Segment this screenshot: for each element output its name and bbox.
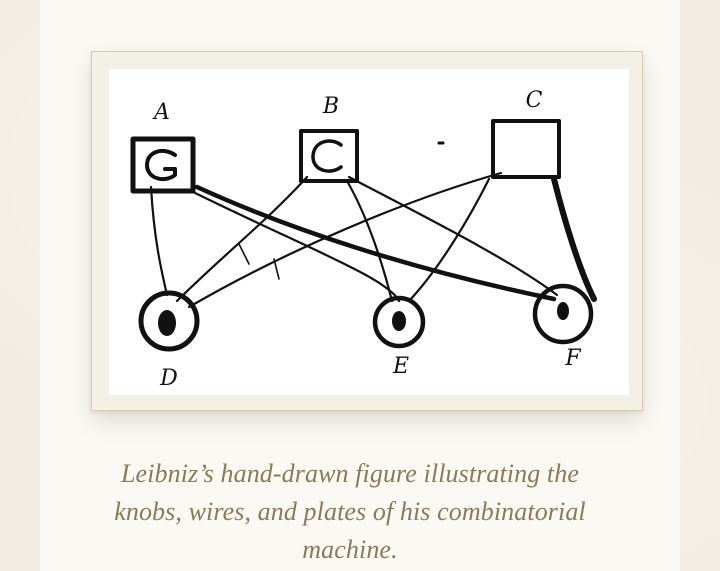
wire-c-e xyxy=(407,177,491,303)
wire-c-d xyxy=(187,171,503,309)
label-a: A xyxy=(152,100,170,125)
machine-diagram: A B C D xyxy=(130,88,597,391)
label-d: D xyxy=(159,366,178,391)
wire-b-f xyxy=(347,175,559,297)
wire-a-f xyxy=(194,184,557,302)
label-b: B xyxy=(322,94,339,119)
label-c: C xyxy=(526,88,543,113)
plate-d: D xyxy=(138,290,200,391)
knob-c: C xyxy=(491,88,561,179)
plate-f: F xyxy=(532,283,594,371)
figure-caption: Leibniz’s hand-drawn figure illustrating… xyxy=(114,459,586,564)
wire-c-f xyxy=(551,176,597,302)
wires xyxy=(149,171,597,309)
wire-b-d xyxy=(175,175,309,303)
figure-frame: A B C D xyxy=(91,51,643,411)
label-e: E xyxy=(392,354,409,379)
wire-b-e xyxy=(345,179,394,303)
wire-a-e xyxy=(189,189,401,303)
knob-b: B xyxy=(299,94,359,183)
plate-e: E xyxy=(372,295,426,379)
leibniz-drawing: A B C D xyxy=(109,69,629,395)
knob-a: A xyxy=(130,100,196,194)
label-f: F xyxy=(564,346,581,371)
wire-a-d xyxy=(149,185,169,297)
